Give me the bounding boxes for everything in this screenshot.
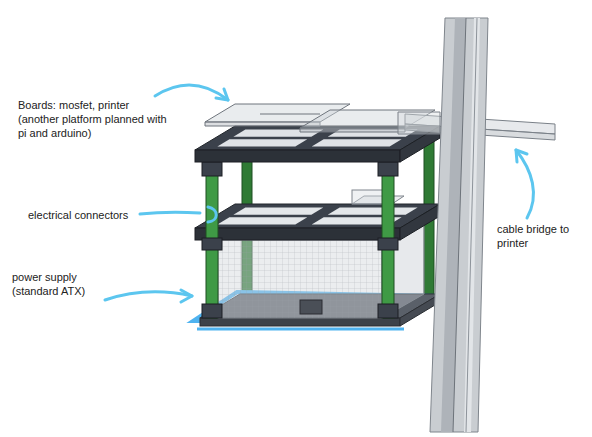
- front-posts: [202, 162, 398, 318]
- extrusion-line: [453, 18, 466, 432]
- callout-arrow: [516, 150, 533, 218]
- callout-label: electrical connectors: [28, 208, 148, 222]
- corner-block: [202, 238, 222, 250]
- aluminium-extrusion: [430, 18, 488, 432]
- frame-window: [328, 208, 418, 215]
- psu-front-panel: [218, 240, 382, 318]
- frame-window: [217, 139, 307, 146]
- corner-block: [202, 304, 222, 318]
- extrusion-body: [430, 18, 488, 432]
- extrusion-groove: [441, 18, 466, 432]
- arrow-head: [216, 89, 228, 100]
- callout-arrow: [155, 85, 228, 100]
- callout-label: cable bridge to printer: [497, 222, 585, 250]
- corner-block: [202, 162, 222, 176]
- base-front: [200, 318, 400, 326]
- corner-block: [378, 304, 398, 318]
- callout-label: Boards: mosfet, printer (another platfor…: [18, 98, 170, 140]
- frame-front: [195, 150, 400, 162]
- frame-window: [217, 217, 307, 224]
- extrusion-line: [466, 18, 477, 432]
- middle-frame: [195, 190, 440, 240]
- frame-window: [233, 208, 323, 215]
- arrow-head: [516, 150, 527, 162]
- psu-hatch: [218, 240, 382, 318]
- psu-clip: [300, 300, 322, 314]
- frame-front: [195, 228, 400, 240]
- board-tray-edge: [205, 122, 320, 126]
- frame-side: [400, 204, 440, 240]
- callout-arrow: [140, 212, 200, 214]
- extrusion-face: [464, 18, 480, 432]
- bridge-bracket: [398, 112, 440, 134]
- base-outline-edge: [197, 328, 404, 331]
- callout-label: power supply (standard ATX): [12, 270, 112, 298]
- corner-block: [378, 162, 398, 176]
- callout-hook: [208, 207, 216, 222]
- frame-top: [195, 204, 440, 228]
- board-detail: [260, 114, 320, 115]
- board-tray-edge: [300, 128, 405, 132]
- corner-block: [378, 238, 398, 250]
- callout-arrow: [105, 292, 192, 300]
- frame-window: [312, 139, 402, 146]
- callout-arrows: [105, 85, 533, 302]
- arrow-head: [181, 290, 192, 302]
